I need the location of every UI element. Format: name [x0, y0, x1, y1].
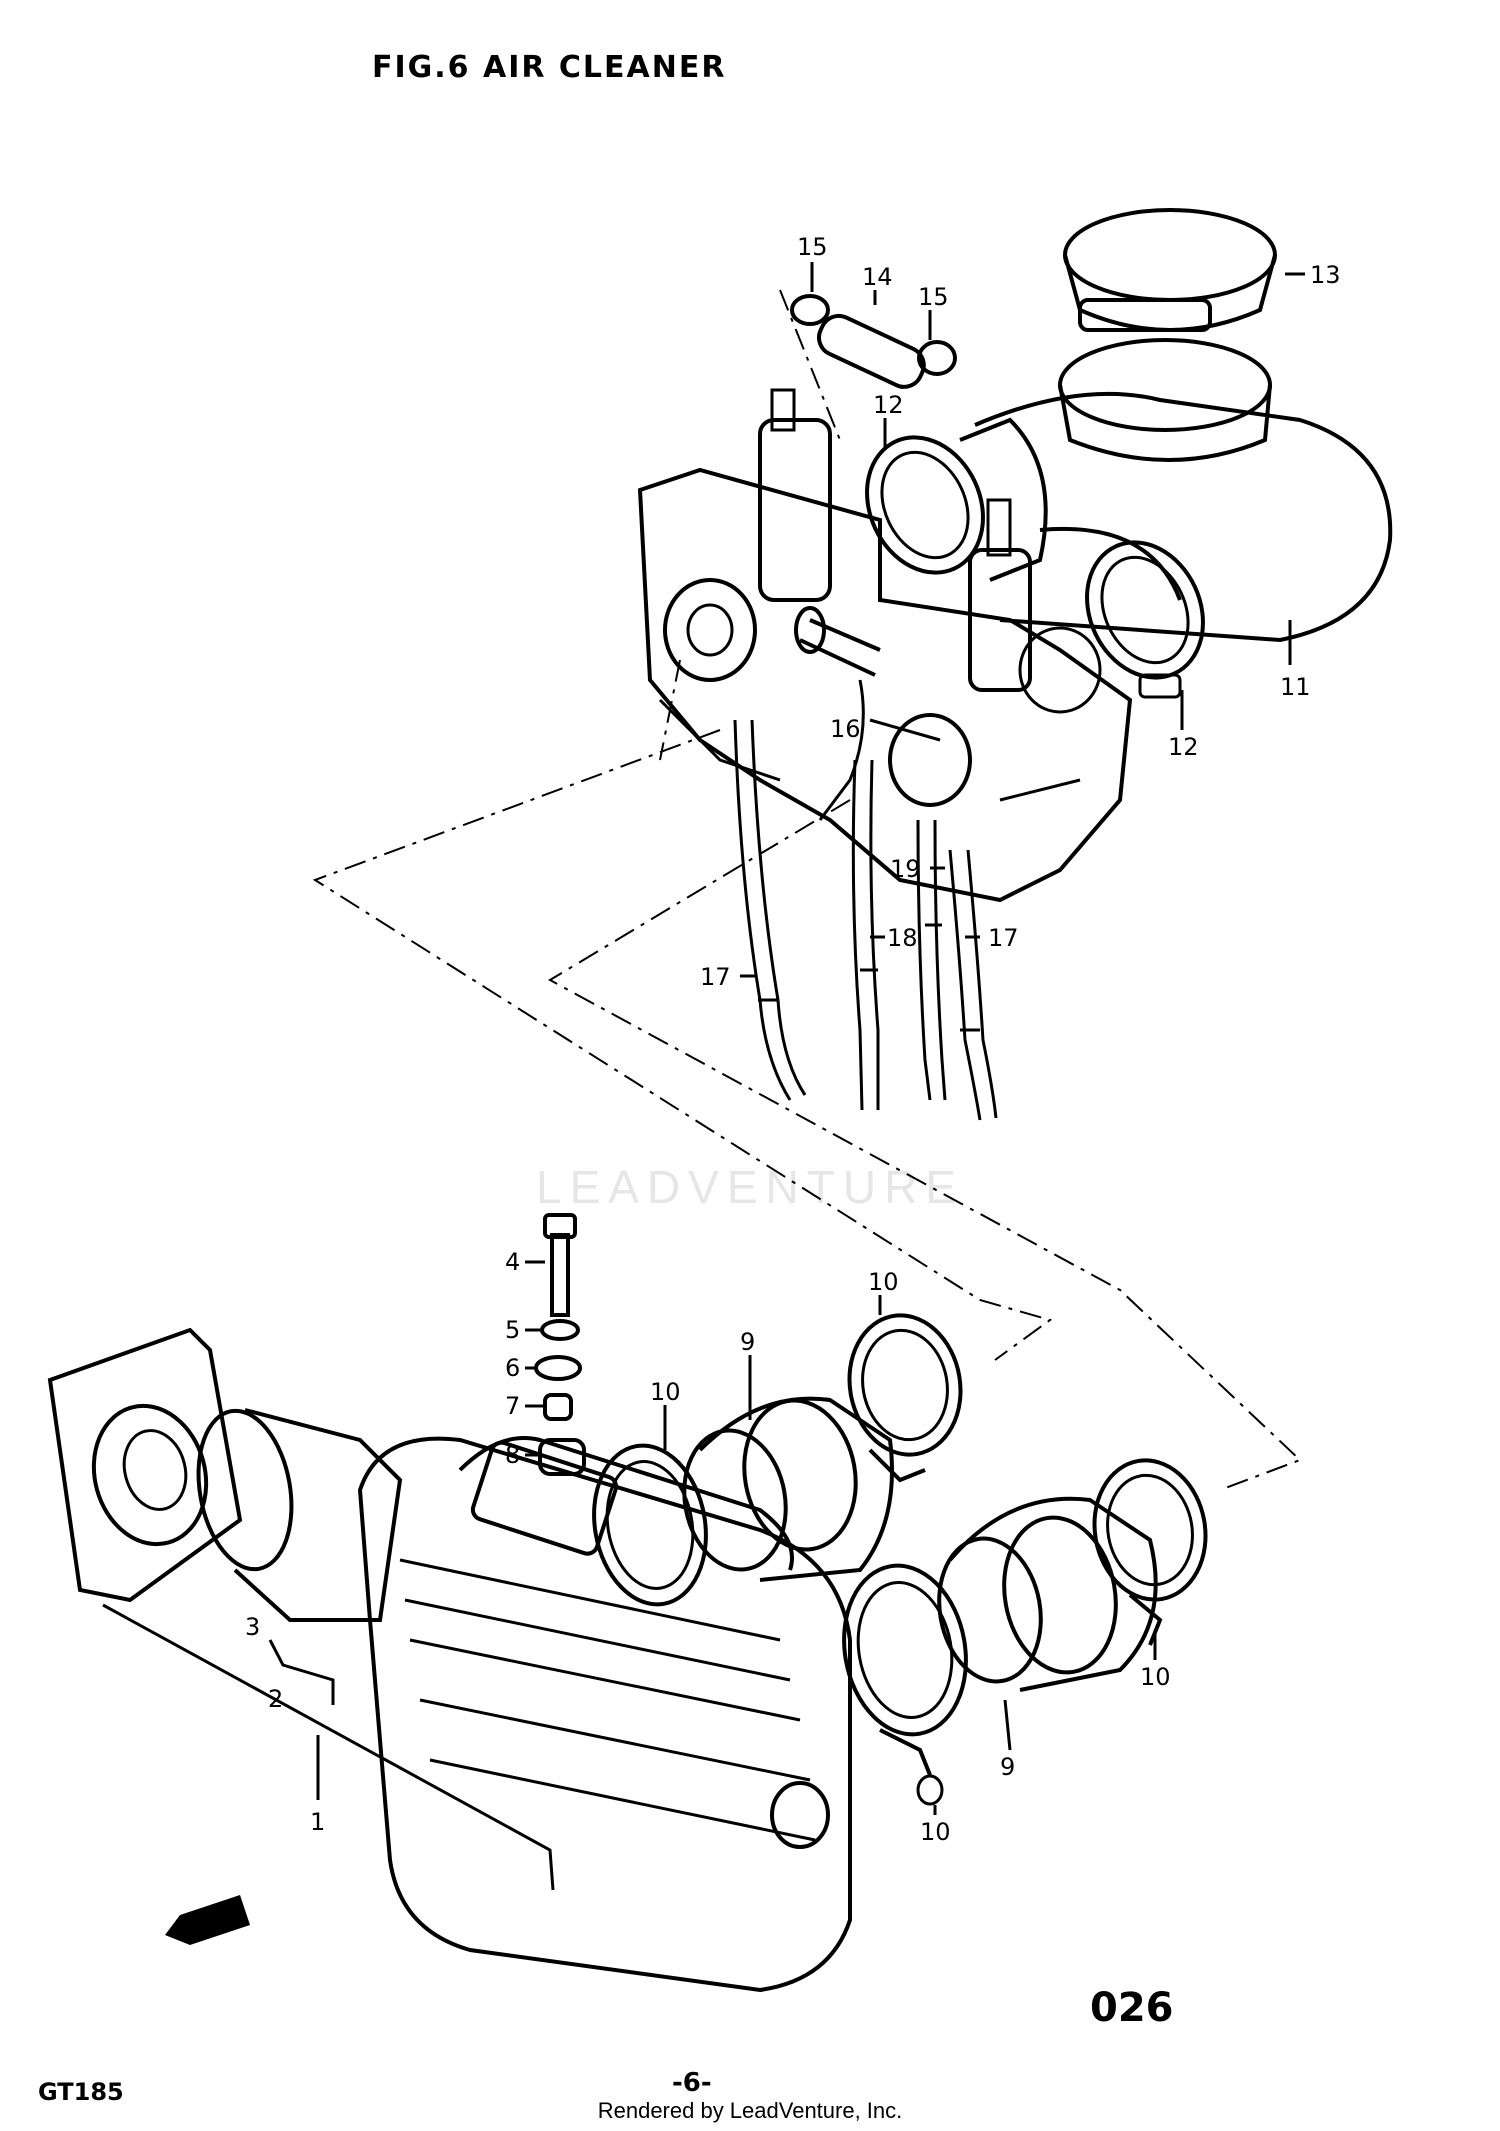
- callout-16: 16: [830, 715, 861, 743]
- page-number: -6-: [672, 2068, 712, 2098]
- mounting-hardware: [534, 1213, 586, 1476]
- assembly-guide-lines: [312, 289, 1302, 1491]
- callout-10-b: 10: [650, 1378, 681, 1406]
- callout-12-lower: 12: [1168, 733, 1199, 761]
- model-code: GT185: [38, 2078, 124, 2106]
- callout-13: 13: [1310, 261, 1341, 289]
- callout-10-a: 10: [868, 1268, 899, 1296]
- air-cleaner-box: [47, 1327, 852, 1993]
- callout-1: 1: [310, 1808, 325, 1836]
- intake-joints-lower: [592, 1313, 1208, 1806]
- callout-7: 7: [505, 1392, 520, 1420]
- callout-8: 8: [505, 1441, 520, 1469]
- figure-title: FIG.6 AIR CLEANER: [372, 50, 727, 85]
- callout-9-upper: 9: [740, 1328, 755, 1356]
- callout-17-right: 17: [988, 924, 1019, 952]
- callout-2: 2: [268, 1685, 283, 1713]
- callout-15-right: 15: [918, 283, 949, 311]
- callout-18: 18: [887, 924, 918, 952]
- callout-4: 4: [505, 1248, 520, 1276]
- clamps-12: [865, 417, 1205, 699]
- callout-9-lower: 9: [1000, 1753, 1015, 1781]
- callout-11: 11: [1280, 673, 1311, 701]
- callout-6: 6: [505, 1354, 520, 1382]
- callout-17-left: 17: [700, 963, 731, 991]
- callout-3: 3: [245, 1613, 260, 1641]
- direction-arrow: [165, 1895, 250, 1945]
- intake-boot-upper: [974, 208, 1393, 643]
- callout-14: 14: [862, 263, 893, 291]
- callout-19: 19: [890, 855, 921, 883]
- callout-12-upper: 12: [873, 391, 904, 419]
- footer-credit: Rendered by LeadVenture, Inc.: [597, 2098, 903, 2123]
- callout-5: 5: [505, 1316, 520, 1344]
- callout-10-c: 10: [1140, 1663, 1171, 1691]
- callout-labels: 1 2 3 4 5 6 7 8 9 9 10 10 10 10 11 12 12…: [245, 233, 1341, 1846]
- callout-10-d: 10: [920, 1818, 951, 1846]
- watermark-text: LEADVENTURE: [536, 1161, 964, 1213]
- carburetor-assembly: [637, 388, 1133, 903]
- callout-15-left: 15: [797, 233, 828, 261]
- drain-hoses: [733, 719, 998, 1121]
- hose-14-clips-15: [790, 294, 957, 389]
- figure-number: 026: [1090, 1985, 1174, 2031]
- leader-lines: [102, 262, 1305, 1891]
